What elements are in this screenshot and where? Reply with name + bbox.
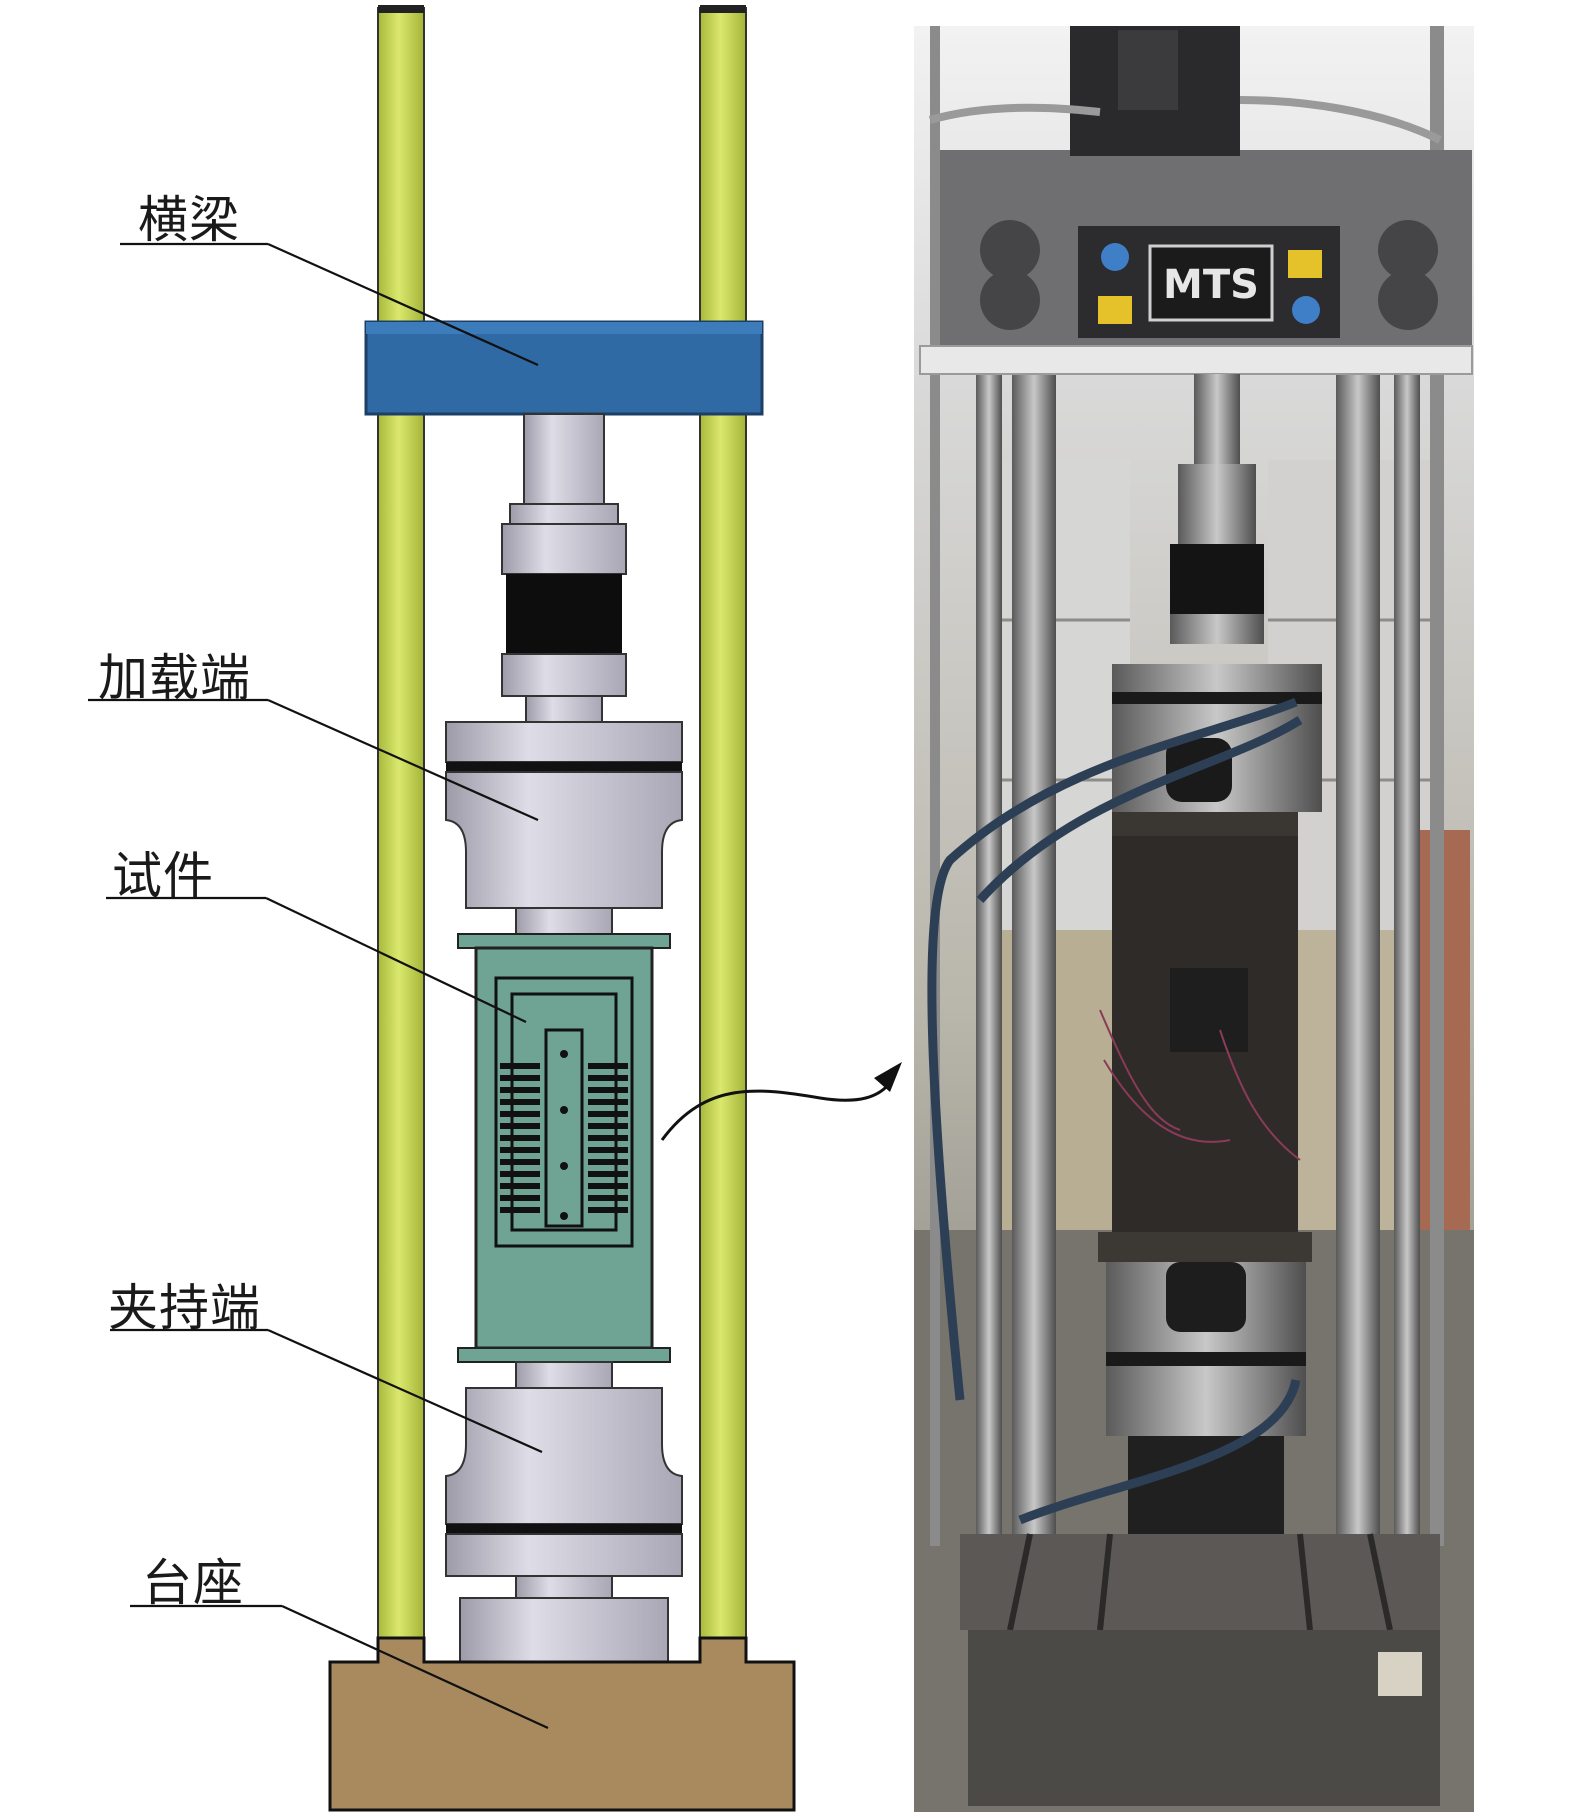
left-column <box>377 7 425 1654</box>
test-machine-photo: MTS <box>914 26 1474 1812</box>
clamping-end <box>445 1361 683 1663</box>
leader-lines <box>88 242 549 1729</box>
specimen <box>457 933 671 1363</box>
photo-column-left-outer <box>976 370 1002 1640</box>
label-specimen: 试件 <box>112 847 214 905</box>
photo-column-right-outer <box>1394 370 1420 1640</box>
photo-column-left-inner <box>1012 370 1056 1640</box>
arrow-head <box>874 1062 902 1092</box>
label-base: 台座 <box>142 1554 244 1612</box>
load-cell <box>506 574 622 654</box>
photo-cables <box>927 697 1303 1525</box>
label-clamping-end: 夹持端 <box>108 1279 261 1337</box>
actuator-rod <box>523 413 605 505</box>
crossbeam <box>364 320 764 416</box>
right-column <box>699 7 747 1654</box>
brand-logo: MTS <box>1163 262 1259 308</box>
schematic-diagram <box>88 5 902 1812</box>
loading-end <box>445 721 683 935</box>
label-crossbeam: 横梁 <box>138 191 240 249</box>
photo-column-right-inner <box>1336 370 1380 1640</box>
label-loading-end: 加载端 <box>98 649 251 707</box>
base <box>328 1636 796 1812</box>
pointer-arrow <box>660 1079 894 1141</box>
